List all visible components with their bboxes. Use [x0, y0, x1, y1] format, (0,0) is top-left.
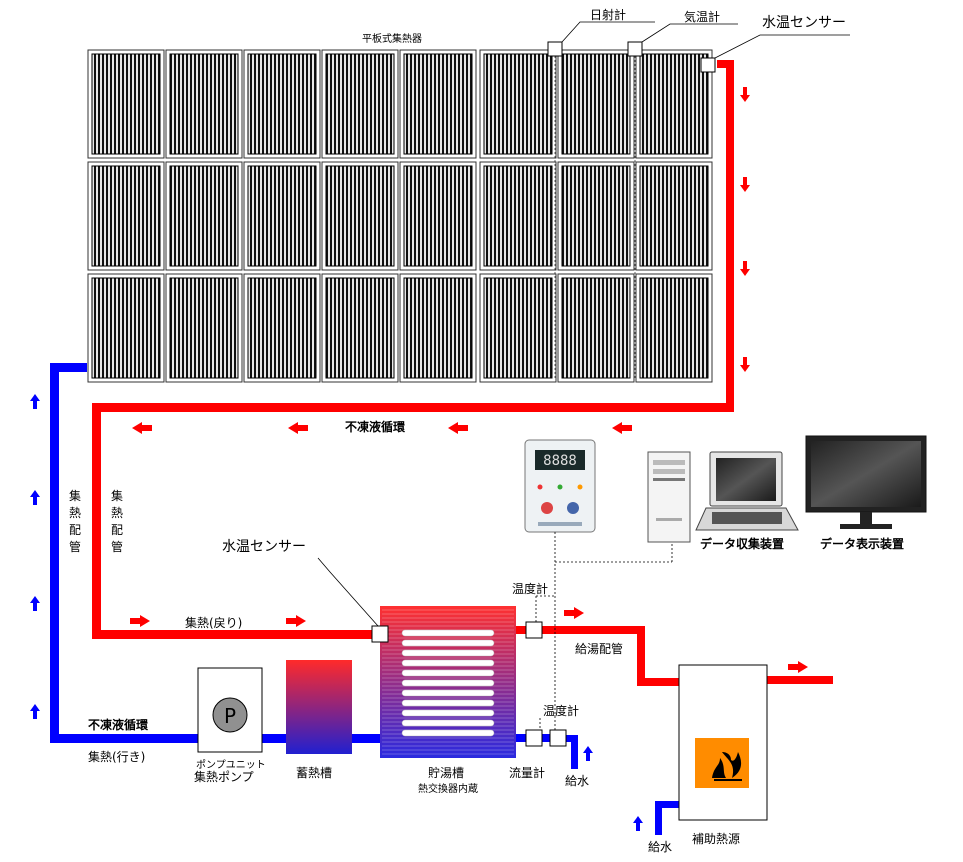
collector-panel — [557, 273, 635, 383]
collector-panel — [243, 161, 321, 271]
collector-panel — [635, 273, 713, 383]
pipe-sensors — [371, 621, 567, 747]
heat-exchanger-coil — [401, 629, 495, 637]
collector-panel — [165, 273, 243, 383]
flow-arrow — [612, 422, 632, 434]
collector-panel — [557, 161, 635, 271]
thermometer-label: 気温計 — [684, 10, 721, 24]
data-collector-label: データ収集装置 — [700, 537, 785, 551]
pump-unit: P — [197, 667, 263, 753]
pump-unit-label: ポンプユニット — [196, 760, 266, 771]
heat-exchanger-coil — [401, 689, 495, 697]
hot-water-storage-tank — [380, 606, 516, 758]
collector-panel — [321, 161, 399, 271]
heat-go-label: 集熱(行き) — [88, 750, 146, 764]
heat-exchanger-coil — [401, 679, 495, 687]
collector-panel — [321, 273, 399, 383]
collector-panel — [399, 273, 477, 383]
heat-exchanger-coil — [401, 639, 495, 647]
heat-exchanger-coil — [401, 729, 495, 737]
auxiliary-heater — [678, 664, 768, 821]
flow-arrow — [288, 422, 308, 434]
data-cables — [535, 532, 673, 732]
collector-panel — [321, 49, 399, 159]
pyranometer-label: 日射計 — [590, 8, 627, 22]
heat-exchanger-coil — [401, 649, 495, 657]
storage-tank-label: 貯湯槽 — [428, 766, 465, 780]
flow-arrow — [633, 816, 643, 831]
flow-arrow — [130, 615, 150, 627]
flow-arrow — [740, 357, 750, 372]
collector-label: 平板式集熱器 — [362, 34, 422, 45]
data-display-label: データ表示装置 — [820, 537, 905, 551]
flow-arrow — [30, 704, 40, 719]
collector-panel — [87, 161, 165, 271]
controller-device: 8888 — [524, 439, 596, 533]
collector-panel — [165, 161, 243, 271]
flow-arrow — [788, 661, 808, 673]
collector-panel — [87, 273, 165, 383]
collector-panel — [165, 49, 243, 159]
collector-panel — [399, 161, 477, 271]
collector-panel — [479, 273, 557, 383]
collector-panel — [557, 49, 635, 159]
collector-panel — [243, 49, 321, 159]
flow-arrow — [740, 177, 750, 192]
heat-return-label: 集熱(戻り) — [185, 616, 243, 630]
thermal-storage-tank — [286, 660, 352, 754]
water-supply-1-label: 給水 — [565, 774, 590, 788]
flat-plate-collector-array — [87, 49, 713, 383]
heat-exchanger-coil — [401, 659, 495, 667]
antifreeze-circulation-bottom-label: 不凍液循環 — [88, 718, 149, 732]
pump-symbol: P — [224, 704, 236, 728]
flow-arrow — [740, 87, 750, 102]
aux-heat-label: 補助熱源 — [692, 832, 741, 846]
flow-arrow — [448, 422, 468, 434]
flow-arrow — [132, 422, 152, 434]
temp-meter-1-label: 温度計 — [512, 582, 549, 596]
water-temp-sensor-top-label: 水温センサー — [762, 15, 846, 31]
flow-arrow — [30, 596, 40, 611]
collector-pipe-label-right: 集熱配管 — [110, 489, 123, 554]
thermal-storage-label: 蓄熱槽 — [296, 766, 333, 780]
hot-water-pipe-label: 給湯配管 — [575, 642, 624, 656]
controller-display-text: 8888 — [543, 453, 577, 469]
collector-panel — [635, 161, 713, 271]
collector-pipe-label-left: 集熱配管 — [68, 489, 81, 554]
flow-arrow — [30, 394, 40, 409]
heat-exchanger-coil — [401, 669, 495, 677]
monitor — [805, 435, 927, 529]
heat-exchanger-coil — [401, 709, 495, 717]
flow-meter-label: 流量計 — [509, 766, 546, 780]
sensors-top — [547, 21, 850, 380]
collector-panel — [635, 49, 713, 159]
hot-pipe-network — [92, 60, 833, 686]
water-supply-2-label: 給水 — [648, 840, 673, 854]
flow-arrow — [564, 607, 584, 619]
flow-arrow — [286, 615, 306, 627]
water-temp-sensor-mid-label: 水温センサー — [222, 539, 306, 555]
collector-panel — [87, 49, 165, 159]
collector-panel — [399, 49, 477, 159]
cold-pipe-network — [50, 363, 679, 835]
fire-icon — [722, 752, 742, 778]
flow-arrow — [583, 746, 593, 761]
collector-panel — [243, 273, 321, 383]
flow-arrow — [740, 261, 750, 276]
collector-panel — [479, 161, 557, 271]
antifreeze-circulation-top-label: 不凍液循環 — [345, 420, 406, 434]
heat-exchanger-coil — [401, 699, 495, 707]
heat-exchanger-label: 熱交換器内蔵 — [418, 784, 478, 795]
flow-arrows — [30, 87, 808, 831]
collector-panel — [479, 49, 557, 159]
collector-pump-label: 集熱ポンプ — [194, 770, 254, 784]
flow-arrow — [30, 490, 40, 505]
laptop — [695, 451, 799, 531]
sensor-leader-line — [317, 557, 379, 627]
heat-exchanger-coil — [401, 719, 495, 727]
pc-tower — [647, 451, 691, 543]
temp-meter-2-label: 温度計 — [543, 704, 580, 718]
